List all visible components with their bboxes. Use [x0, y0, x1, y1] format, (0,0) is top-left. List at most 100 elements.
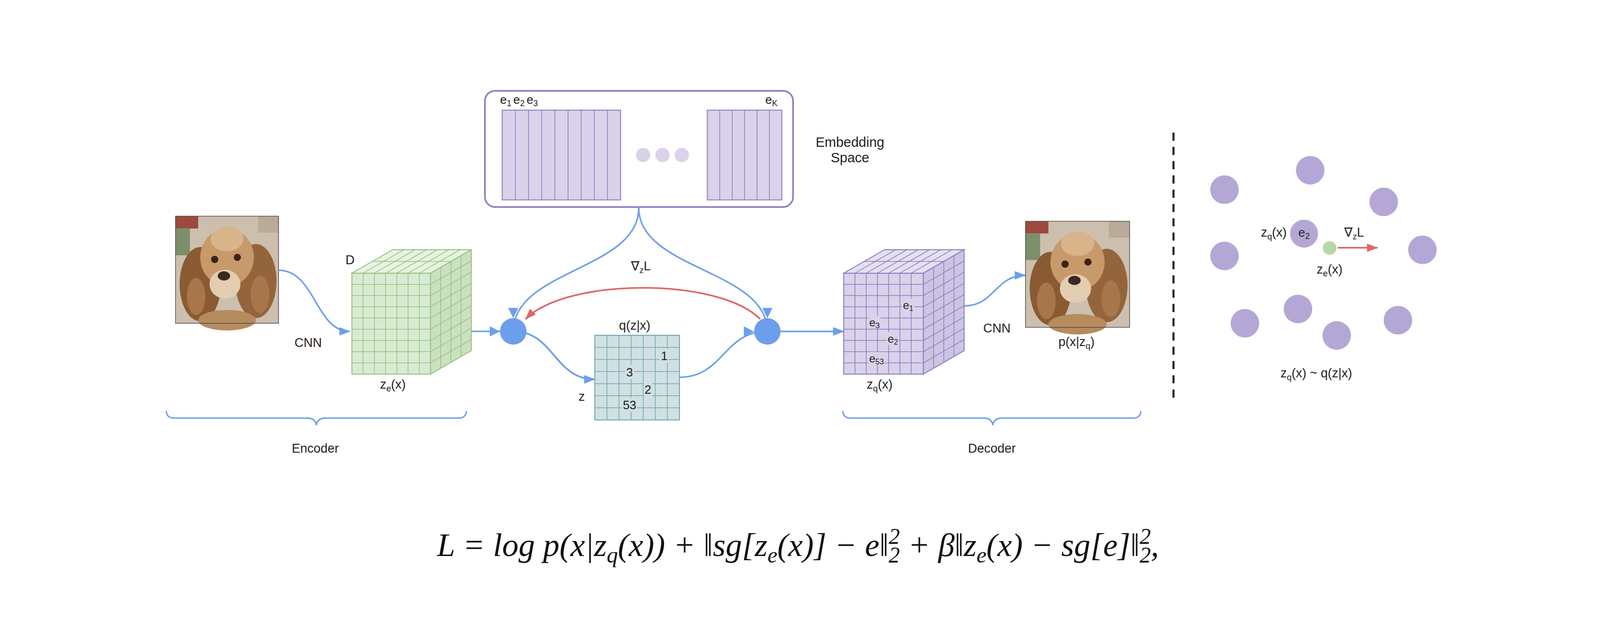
- decoder-label-holder: Decoder: [967, 441, 1016, 457]
- grid-line: [899, 273, 901, 375]
- arrowhead: [489, 326, 501, 337]
- text-part: 3: [533, 99, 539, 109]
- encoder-vector: ze(x): [1322, 241, 1337, 256]
- text-part: z: [866, 377, 874, 392]
- decoder-label: Decoder: [967, 441, 1016, 456]
- gradient-arrow: [1337, 247, 1378, 249]
- codebook-block: [707, 109, 782, 200]
- text-part: 3: [875, 321, 880, 331]
- grid-line: [351, 351, 431, 353]
- text-part: p(x|: [1058, 335, 1080, 350]
- index-number: 1: [659, 348, 669, 363]
- grid-line: [460, 255, 462, 358]
- grid-line: [744, 109, 746, 200]
- text-part: 2: [519, 99, 525, 109]
- cube-side: [923, 249, 965, 375]
- grid-line: [372, 261, 452, 263]
- grid-line: [923, 328, 965, 352]
- grid-line: [606, 109, 608, 200]
- codebook-point: [1210, 241, 1239, 271]
- grid-line: [430, 328, 472, 352]
- index-number-holder: 1: [659, 348, 669, 364]
- text-part: (x) ~ q(z|x): [1291, 366, 1352, 381]
- gradient-label-holder: ∇zL: [1344, 225, 1364, 242]
- decoder-bracket: [842, 411, 1141, 426]
- embedding-label: e1: [901, 299, 914, 312]
- grid-line: [594, 347, 680, 349]
- embedding-label: e53: [868, 351, 885, 365]
- grid-line: [527, 109, 529, 200]
- grid-line: [865, 273, 867, 375]
- grid-line: [351, 362, 431, 364]
- text-part: 2: [644, 382, 651, 397]
- index-number-holder: 2: [643, 382, 652, 397]
- cnn-label-holder: CNN: [294, 335, 322, 351]
- text-part: ∇: [630, 259, 640, 274]
- text-part: e: [1298, 225, 1305, 240]
- text-part: 2: [888, 543, 900, 568]
- grid-line: [594, 383, 680, 385]
- text-part: q: [1286, 372, 1292, 383]
- grid-line: [430, 317, 472, 341]
- embedding-label-holder: e53: [868, 351, 885, 367]
- codebook-arrow: [638, 208, 844, 332]
- text-part: CNN: [983, 321, 1011, 336]
- vector-label-holder: e2: [1298, 225, 1310, 242]
- grid-line: [580, 109, 582, 200]
- text-part: z: [1316, 262, 1324, 277]
- grid-line: [554, 109, 556, 200]
- grid-line: [642, 335, 644, 421]
- text-part: ∇: [1344, 225, 1353, 240]
- tensor-label-holder: ze(x): [379, 377, 406, 394]
- text-part: q: [1085, 340, 1091, 351]
- sampling-label-holder: zq(x) ~ q(z|x): [1280, 366, 1352, 383]
- grid-line: [606, 335, 608, 421]
- grid-line: [396, 273, 398, 375]
- embedding-label-holder: e1: [901, 299, 914, 314]
- text-part: ‖: [1130, 526, 1140, 563]
- text-part: q: [606, 543, 618, 568]
- dimension-label-holder: D: [345, 253, 355, 268]
- embedding-label-holder: eK: [765, 92, 778, 109]
- vector-label: ze(x): [1316, 262, 1343, 277]
- tensor-label-holder: zq(x): [866, 377, 893, 394]
- quantized-cube: e1e3e2e53zq(x): [843, 249, 965, 375]
- index-number-holder: 53: [621, 397, 638, 413]
- grid-line: [843, 284, 924, 286]
- codebook-point: [1369, 187, 1398, 217]
- text-part: e: [869, 316, 876, 329]
- tensor-label: ze(x): [379, 377, 406, 392]
- grid-line: [514, 109, 516, 200]
- text-part: 1: [660, 348, 668, 363]
- grid-line: [910, 273, 912, 375]
- embedding-border: [484, 90, 793, 208]
- emb-outline: [483, 89, 795, 209]
- embedding-label: eK: [765, 92, 778, 107]
- text-part: L: [643, 259, 651, 274]
- grid-line: [655, 335, 657, 421]
- index-number: 53: [621, 397, 638, 412]
- grid-line: [594, 395, 680, 397]
- grid-line: [418, 273, 420, 375]
- tensor-label: zq(x): [866, 377, 893, 392]
- grid-line: [540, 109, 542, 200]
- text-part: (x) − sg[e]: [986, 526, 1131, 563]
- text-part: (x): [391, 377, 406, 392]
- embedding-heading: Embedding Space: [815, 134, 885, 166]
- grid-line: [440, 267, 442, 369]
- grid-line: [450, 261, 452, 363]
- gradient-arrow: [525, 287, 761, 320]
- text-part: e: [526, 92, 534, 107]
- text-part: 2: [1305, 232, 1310, 242]
- text-part: z: [1079, 335, 1086, 350]
- grid-line: [923, 317, 965, 341]
- image-caption: p(x|zq): [1058, 335, 1095, 350]
- text-part: ): [1090, 335, 1095, 350]
- grid-line: [430, 306, 472, 330]
- text-part: ‖: [879, 526, 889, 563]
- text-part: e: [513, 92, 520, 107]
- text-part: e: [1322, 268, 1328, 278]
- ellipsis-dot: [635, 147, 651, 163]
- text-part: ,: [1150, 526, 1160, 563]
- text-part: 2: [1139, 543, 1151, 568]
